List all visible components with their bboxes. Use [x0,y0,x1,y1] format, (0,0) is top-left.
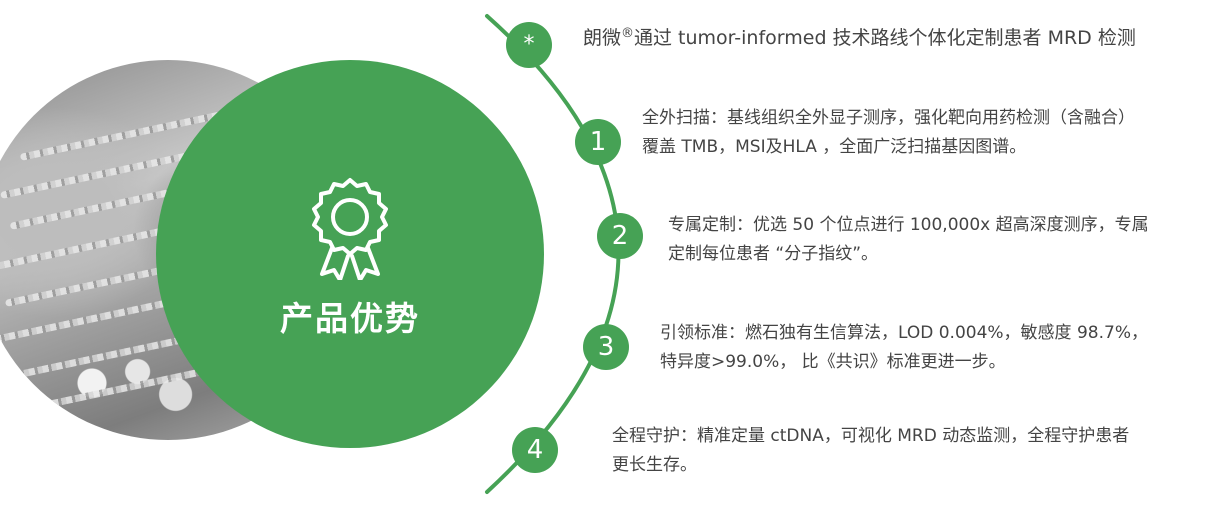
item-1-line-2: 覆盖 TMB，MSI及HLA ，全面广泛扫描基因图谱。 [642,137,1027,157]
item-badge-2: 2 [597,213,643,259]
item-1-line-1: 全外扫描：基线组织全外显子测序，强化靶向用药检测（含融合） [642,108,1135,128]
header-badge: * [506,22,552,68]
main-title: 产品优势 [280,299,420,338]
item-badge-1: 1 [575,119,621,165]
item-4-line-2: 更长生存。 [612,455,697,475]
item-badge-3: 3 [583,324,629,370]
item-text-4: 全程守护：精准定量 ctDNA，可视化 MRD 动态监测，全程守护患者 更长生存… [612,422,1129,480]
item-2-line-1: 专属定制：优选 50 个位点进行 100,000x 超高深度测序，专属 [668,215,1149,235]
item-badge-4: 4 [512,427,558,473]
item-3-line-1: 引领标准：燃石独有生信算法，LOD 0.004%，敏感度 98.7%， [660,323,1148,343]
header-description: 通过 tumor-informed 技术路线个体化定制患者 MRD 检测 [634,27,1136,49]
item-2-line-2: 定制每位患者 “分子指纹”。 [668,244,879,264]
item-text-3: 引领标准：燃石独有生信算法，LOD 0.004%，敏感度 98.7%， 特异度>… [660,319,1148,377]
header-text: 朗微®通过 tumor-informed 技术路线个体化定制患者 MRD 检测 [583,24,1136,52]
item-text-1: 全外扫描：基线组织全外显子测序，强化靶向用药检测（含融合） 覆盖 TMB，MSI… [642,104,1135,162]
item-text-2: 专属定制：优选 50 个位点进行 100,000x 超高深度测序，专属 定制每位… [668,211,1149,269]
registered-mark: ® [621,26,635,41]
brand-name: 朗微 [583,27,622,49]
item-3-line-2: 特异度>99.0%， 比《共识》标准更进一步。 [660,352,1006,372]
award-ribbon-icon [312,178,388,280]
item-4-line-1: 全程守护：精准定量 ctDNA，可视化 MRD 动态监测，全程守护患者 [612,426,1130,446]
